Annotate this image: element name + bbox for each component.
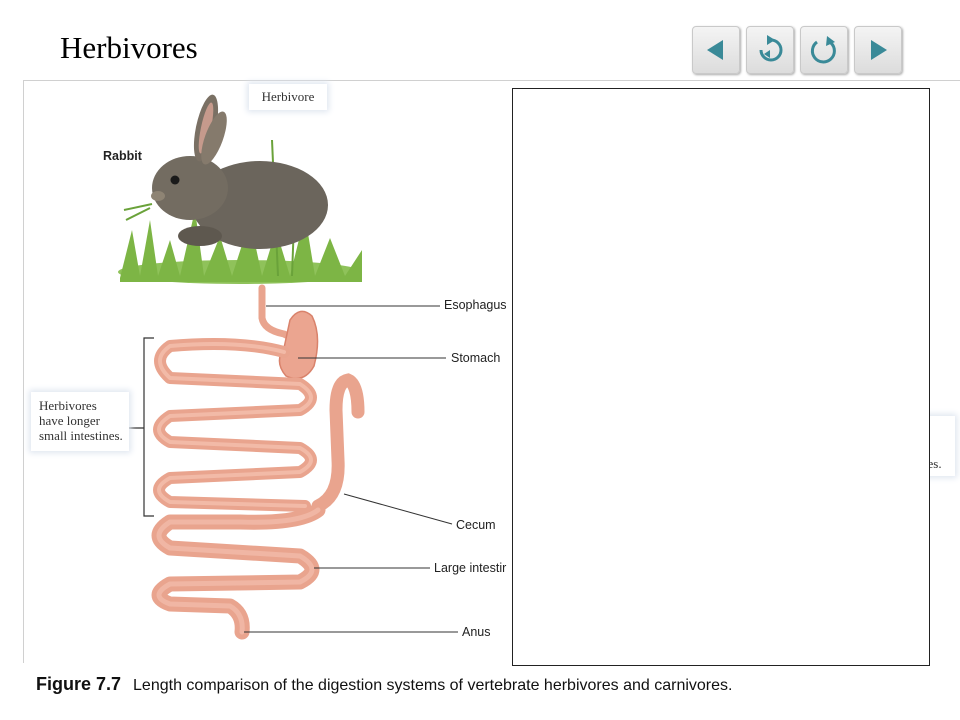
return-button[interactable]	[746, 26, 794, 74]
rabbit-label: Rabbit	[103, 149, 142, 163]
replay-icon	[810, 36, 836, 64]
esophagus-shape	[258, 284, 300, 344]
cecum-shape	[311, 373, 365, 513]
nav-toolbar	[692, 26, 902, 74]
herbivore-callout: Herbivores have longer small intestines.	[31, 392, 129, 451]
next-button[interactable]	[854, 26, 902, 74]
triangle-right-icon	[871, 40, 887, 60]
caption-text: Length comparison of the digestion syste…	[133, 677, 733, 694]
return-icon	[759, 35, 783, 62]
esophagus-label: Esophagus	[444, 298, 507, 312]
triangle-left-icon	[707, 40, 723, 60]
herbivore-header-label: Herbivore	[249, 84, 327, 110]
rabbit-illustration	[123, 94, 328, 249]
large-intestine-label: Large intestir	[434, 561, 507, 575]
stomach-label: Stomach	[451, 351, 501, 365]
cover-panel	[512, 88, 930, 666]
small-intestine-bracket	[143, 337, 154, 517]
previous-button[interactable]	[692, 26, 740, 74]
figure-number: Figure 7.7	[36, 674, 122, 694]
cecum-label: Cecum	[456, 518, 496, 532]
page-title: Herbivores	[60, 30, 198, 65]
figure-caption: Figure 7.7 Length comparison of the diges…	[36, 674, 732, 695]
anus-label: Anus	[462, 625, 491, 639]
replay-button[interactable]	[800, 26, 848, 74]
stomach-shape	[278, 310, 319, 380]
